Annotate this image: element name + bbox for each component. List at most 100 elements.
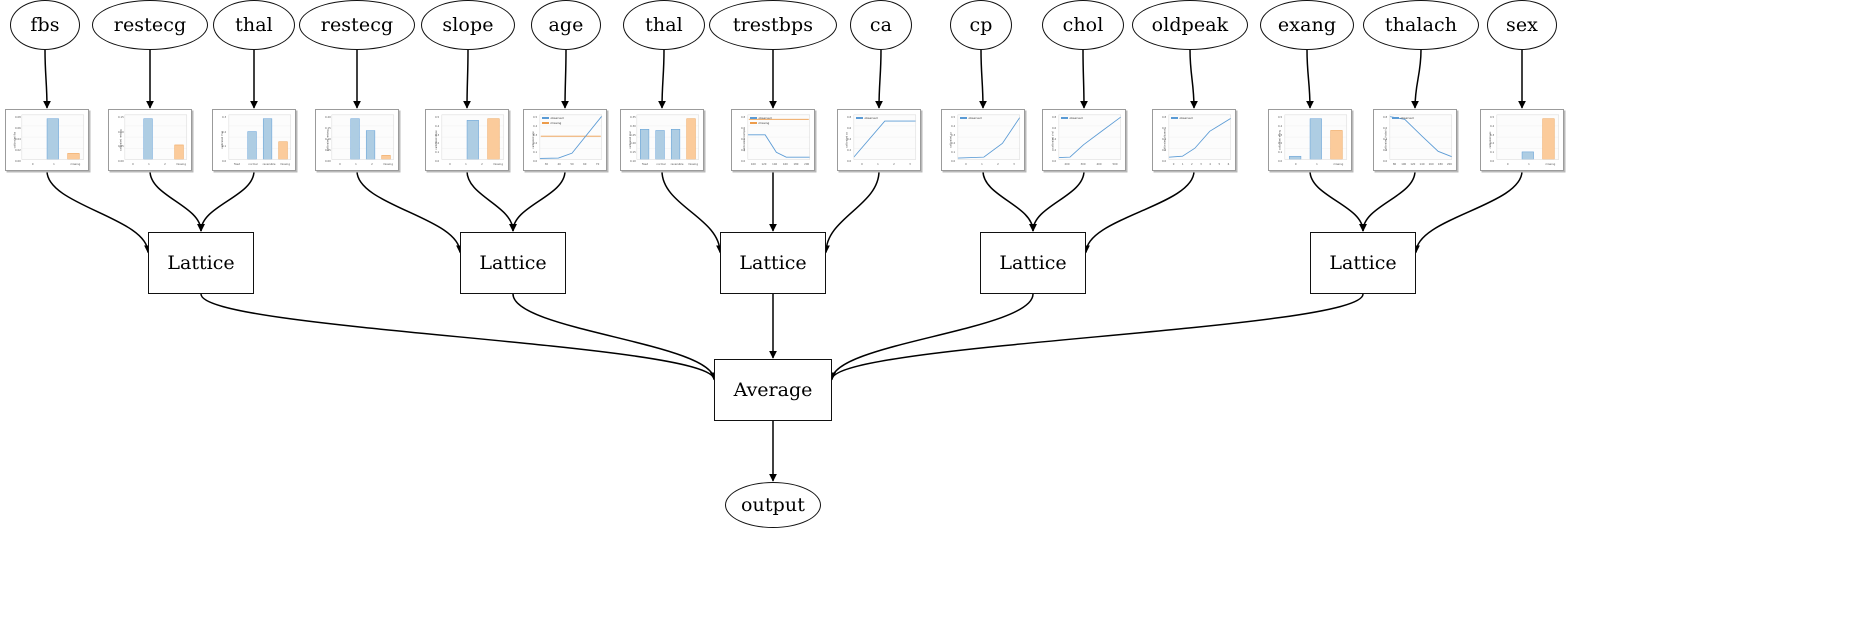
lattice-node-3[interactable]: Lattice — [980, 232, 1086, 294]
plot-legend-item: missing — [542, 121, 563, 126]
feature-node-ca[interactable]: ca — [850, 0, 912, 50]
lattice-node-label: Lattice — [739, 252, 807, 274]
plot-y-tick: 0.2 — [1278, 142, 1283, 146]
plot-y-tick: 0.3 — [533, 133, 538, 137]
plot-y-tick: 0.0 — [951, 160, 956, 163]
feature-node-restecg[interactable]: restecg — [298, 0, 416, 50]
plot-bar-missing — [381, 155, 391, 160]
feature-node-age[interactable]: age — [530, 0, 602, 50]
plot-x-tick: 1 — [148, 163, 150, 166]
plot-y-tick: 0.6 — [847, 127, 852, 130]
edge-c11-to-L3 — [1082, 170, 1195, 254]
plot-y-tick: 0.0 — [1490, 160, 1495, 163]
plot-y-tick: 0.04 — [15, 138, 21, 141]
feature-node-label: sex — [1505, 14, 1538, 36]
feature-node-label: chol — [1062, 14, 1104, 36]
plot-y-tick: 0.6 — [1383, 127, 1388, 130]
plot-bar-fixed — [640, 129, 650, 160]
plot-x-tick: 2 — [1191, 163, 1193, 166]
plot-y-tick: 0.3 — [1278, 133, 1283, 137]
lattice-node-0[interactable]: Lattice — [148, 232, 254, 294]
plot-canvas — [21, 114, 85, 160]
plot-y-tick: 0.00 — [118, 160, 124, 163]
feature-node-label: trestbps — [732, 14, 814, 36]
plot-x-tick: 2 — [371, 163, 373, 166]
feature-node-exang[interactable]: exang — [1260, 0, 1354, 50]
plot-x-tick: 1 — [1316, 163, 1318, 166]
feature-node-fbs[interactable]: fbs — [9, 0, 81, 50]
plot-x-tick: 3 — [1013, 163, 1015, 166]
plot-x-tick: 2 — [997, 163, 999, 166]
legend-swatch-icon — [542, 117, 549, 119]
feature-node-slope[interactable]: slope — [421, 0, 515, 50]
plot-bar-1 — [1309, 118, 1322, 160]
plot-y-tick: 0.1 — [222, 145, 227, 149]
plot-canvas — [441, 114, 505, 160]
plot-legend-item: observed — [1171, 116, 1192, 121]
plot-x-tick: 80 — [1392, 163, 1397, 166]
feature-node-thal[interactable]: thal — [623, 0, 705, 50]
edge-c3-to-L1 — [356, 170, 464, 254]
feature-node-label: thalach — [1384, 14, 1458, 36]
plot-x-tick: 0 — [861, 163, 863, 166]
plot-y-tick: 0.20 — [630, 142, 636, 146]
plot-x-tick: 70 — [595, 163, 600, 166]
plot-legend-label: observed — [1400, 116, 1414, 120]
plot-y-tick: 0.3 — [222, 116, 227, 119]
plot-legend-item: missing — [750, 121, 771, 126]
plot-x-tick: 140 — [1419, 163, 1425, 166]
feature-node-sex[interactable]: sex — [1486, 0, 1558, 50]
feature-node-oldpeak[interactable]: oldpeak — [1131, 0, 1249, 50]
plot-x-tick: normal — [656, 163, 666, 166]
plot-x-tick: 0 — [1506, 163, 1509, 166]
plot-x-tick: 40 — [557, 163, 561, 166]
plot-legend-item: observed — [542, 116, 563, 121]
plot-bar-missing — [67, 153, 80, 160]
feature-node-trestbps[interactable]: trestbps — [709, 0, 837, 50]
plot-x-tick: 140 — [772, 163, 778, 166]
plot-x-tick: missing — [70, 163, 81, 166]
lattice-node-4[interactable]: Lattice — [1310, 232, 1416, 294]
feature-node-thalach[interactable]: thalach — [1362, 0, 1480, 50]
plot-x-tick: missing — [280, 163, 290, 166]
edge-L3-to-AVG — [828, 293, 1034, 381]
plot-y-tick: 0.4 — [1490, 124, 1495, 128]
plot-x-tick: fixed — [233, 163, 241, 166]
plot-legend-item: observed — [1061, 116, 1082, 121]
edge-c5-to-L1 — [509, 170, 566, 232]
plot-y-tick: 0.08 — [15, 116, 21, 119]
plot-canvas — [1496, 114, 1560, 160]
feature-node-cp[interactable]: cp — [950, 0, 1012, 50]
feature-node-thal[interactable]: thal — [213, 0, 295, 50]
plot-legend: observed — [1061, 116, 1082, 121]
average-node[interactable]: Average — [714, 359, 832, 421]
output-node[interactable]: output — [725, 482, 821, 528]
plot-x-tick: 6 — [1227, 163, 1230, 166]
plot-x-tick: missing — [1333, 163, 1344, 166]
lattice-node-1[interactable]: Lattice — [460, 232, 566, 294]
edge-c2-to-L0 — [197, 170, 255, 232]
plot-y-tick: 0.4 — [847, 138, 852, 141]
plot-y-tick: 0.8 — [1383, 116, 1388, 119]
feature-node-restecg[interactable]: restecg — [91, 0, 209, 50]
plot-legend-label: observed — [758, 116, 772, 120]
feature-node-chol[interactable]: chol — [1042, 0, 1124, 50]
plot-observed-line — [747, 134, 810, 158]
lattice-node-2[interactable]: Lattice — [720, 232, 826, 294]
plot-y-tick: 0.2 — [533, 142, 538, 146]
